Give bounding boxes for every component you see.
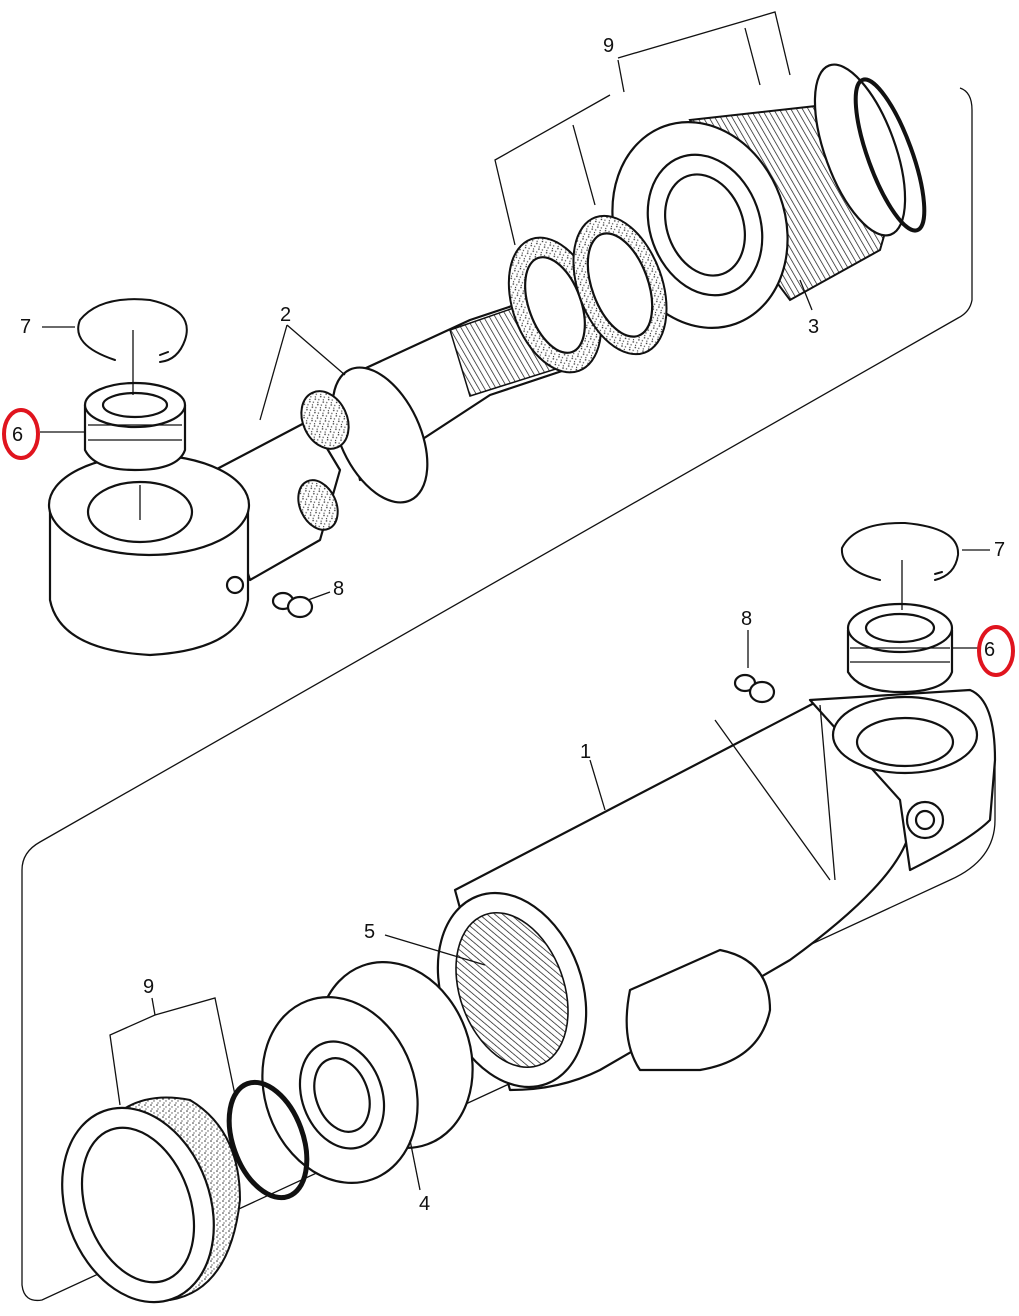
callout-9-bottom: 9 bbox=[143, 976, 154, 998]
callout-2: 2 bbox=[280, 304, 291, 326]
callout-7-left: 7 bbox=[20, 316, 31, 338]
seal-set-bottom bbox=[61, 1079, 310, 1304]
callout-7-right: 7 bbox=[994, 539, 1005, 561]
assembly-group-outline bbox=[21, 87, 996, 1302]
cylinder-barrel bbox=[436, 688, 997, 1092]
callout-6-right: 6 bbox=[984, 639, 995, 661]
callout-5: 5 bbox=[364, 921, 375, 943]
gland bbox=[261, 961, 474, 1184]
callout-9-top: 9 bbox=[603, 35, 614, 57]
leader-lines bbox=[40, 11, 990, 1191]
seal-set-top bbox=[507, 77, 927, 374]
piston bbox=[611, 63, 907, 329]
highlight-ring-callout-6-right bbox=[977, 625, 1015, 677]
circlip-left bbox=[77, 298, 188, 363]
grease-nipple-right bbox=[733, 673, 776, 704]
callout-3: 3 bbox=[808, 316, 819, 338]
callout-8-right: 8 bbox=[741, 608, 752, 630]
grease-nipple-left bbox=[271, 591, 314, 619]
highlight-ring-callout-6-left bbox=[2, 408, 40, 460]
bushing-left bbox=[83, 381, 187, 472]
callout-1: 1 bbox=[580, 741, 591, 763]
bushing-right bbox=[846, 602, 954, 694]
callout-4: 4 bbox=[419, 1193, 430, 1215]
circlip-right bbox=[840, 521, 960, 581]
piston-rod bbox=[213, 288, 582, 582]
callout-8-left: 8 bbox=[333, 578, 344, 600]
rod-eye bbox=[47, 453, 251, 657]
callout-6-left: 6 bbox=[12, 424, 23, 446]
rod-assembly bbox=[47, 63, 927, 657]
